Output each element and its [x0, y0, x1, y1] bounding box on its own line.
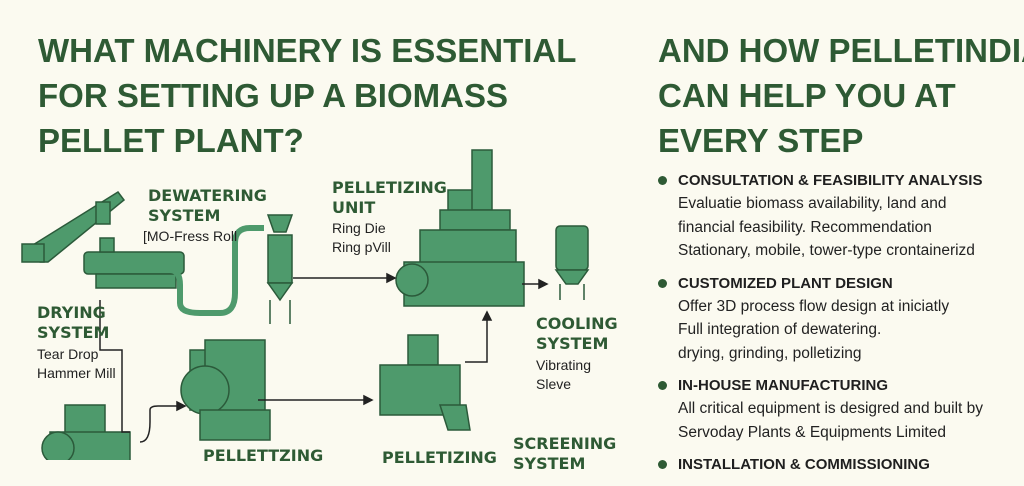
conveyor-machine — [21, 191, 126, 263]
pelletizing-unit-label: PELLETIZING UNIT — [332, 178, 447, 218]
detail-line: Vibrating — [536, 357, 592, 373]
service-text: Servoday Plants & Equipments Limited — [678, 423, 946, 441]
label-line: SYSTEM — [513, 454, 586, 473]
right-title: AND HOW PELLETINDIA CAN HELP YOU AT EVER… — [658, 28, 1024, 163]
drying-detail: Tear Drop Hammer Mill — [37, 345, 116, 383]
service-text: Full integration of dewatering. — [678, 321, 882, 338]
grinder-machine — [379, 334, 471, 431]
detail-line: Ring pVill — [332, 239, 391, 255]
hammer-mill-machine — [180, 339, 271, 441]
label-line: PELLETIZING — [332, 178, 447, 197]
dewatering-label: DEWATERING SYSTEM — [148, 186, 267, 226]
flow-arrows — [99, 272, 549, 443]
title-line: FOR SETTING UP A BIOMASS — [38, 77, 508, 114]
dewatering-detail: [MO-Fress Roll — [143, 228, 238, 244]
bullet-icon — [658, 381, 667, 390]
pellet-mill-machine — [395, 149, 525, 307]
service-heading: CUSTOMIZED PLANT DESIGN — [678, 274, 893, 292]
detail-line: Hammer Mill — [37, 365, 116, 381]
label-line: DEWATERING — [148, 186, 267, 205]
title-line: CAN HELP YOU AT — [658, 77, 956, 114]
title-line: AND HOW PELLETINDIA — [658, 32, 1024, 69]
bullet-icon — [658, 176, 667, 185]
label-line: SYSTEM — [148, 206, 221, 225]
service-text: drying, grinding, polletizing — [678, 344, 862, 362]
service-heading: CONSULTATION & FEASIBILITY ANALYSIS — [678, 172, 983, 189]
detail-line: Ring Die — [332, 220, 386, 236]
cooling-label: COOLING SYSTEM — [536, 314, 618, 354]
service-heading: INSTALLATION & COMMISSIONING — [678, 456, 930, 473]
services-list: CONSULTATION & FEASIBILITY ANALYSIS Eval… — [658, 170, 1024, 486]
bullet-icon — [658, 278, 667, 288]
dewatering-press-machine — [83, 237, 185, 289]
cooler-machine — [554, 225, 590, 300]
service-heading: IN-HOUSE MANUFACTURING — [678, 377, 888, 394]
cyclone-machine — [266, 214, 294, 324]
service-item: CUSTOMIZED PLANT DESIGN Offer 3D process… — [658, 273, 1024, 366]
screening-label: SCREENING SYSTEM — [513, 434, 616, 474]
title-line: WHAT MACHINERY IS ESSENTIAL — [38, 32, 577, 69]
detail-line: Tear Drop — [37, 346, 99, 362]
pelletizing-bottom-label: PELLETTZING — [203, 446, 324, 465]
label-line: COOLING — [536, 314, 618, 333]
label-line: DRYING — [37, 303, 106, 322]
service-text: Evaluatie biomass availability, land and — [678, 195, 947, 212]
drying-label: DRYING SYSTEM — [37, 303, 109, 343]
label-line: SYSTEM — [37, 323, 110, 342]
label-line: SYSTEM — [536, 334, 609, 353]
service-text: Offer 3D process flow design at iniciatl… — [678, 297, 950, 315]
service-item: CONSULTATION & FEASIBILITY ANALYSIS Eval… — [658, 170, 1024, 263]
title-line: PELLET PLANT? — [38, 122, 304, 159]
left-title: WHAT MACHINERY IS ESSENTIAL FOR SETTING … — [38, 28, 576, 163]
service-item: INSTALLATION & COMMISSIONING — [658, 454, 1024, 476]
service-item: IN-HOUSE MANUFACTURING All critical equi… — [658, 375, 1024, 444]
label-line: SCREENING — [513, 434, 617, 453]
label-line: UNIT — [332, 198, 376, 217]
dryer-machine — [41, 404, 131, 460]
pelletizing-unit-detail: Ring Die Ring pVill — [332, 219, 391, 257]
service-text: financial feasibility. Recommendation — [678, 218, 932, 236]
bullet-icon — [658, 460, 667, 469]
detail-line: Sleve — [536, 376, 572, 392]
process-diagram — [21, 149, 590, 460]
pelletizing-bottom-label-2: PELLETIZING — [382, 448, 497, 467]
cooling-detail: Vibrating Sleve — [536, 356, 591, 394]
service-text: Stationary, mobile, tower-type crontaine… — [678, 242, 975, 259]
service-text: All critical equipment is desigred and b… — [678, 400, 983, 417]
title-line: EVERY STEP — [658, 122, 864, 159]
